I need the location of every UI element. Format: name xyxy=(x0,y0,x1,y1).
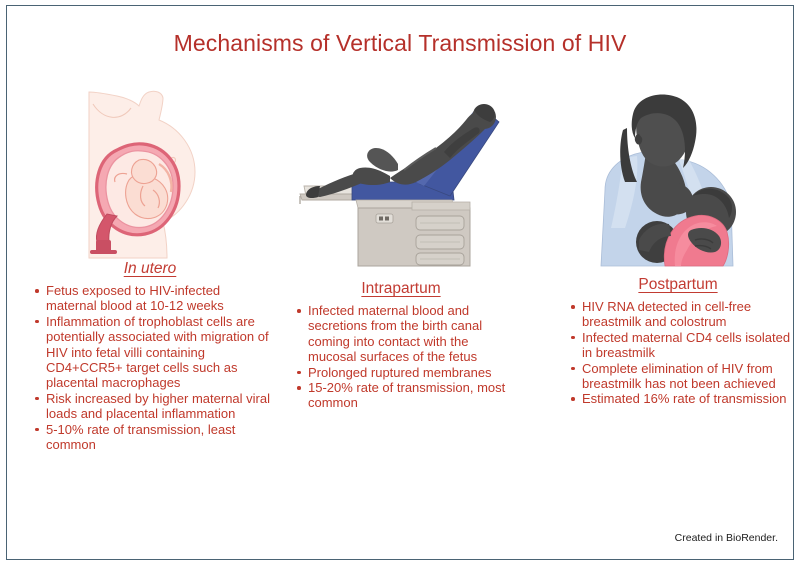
section-in-utero: In utero Fetus exposed to HIV-infected m… xyxy=(26,90,274,452)
section-heading-in-utero: In utero xyxy=(123,260,177,277)
bullet-list-postpartum: HIV RNA detected in cell-free breastmilk… xyxy=(560,299,796,407)
list-item: Risk increased by higher maternal viral … xyxy=(35,391,274,422)
list-item: Prolonged ruptured membranes xyxy=(297,365,516,380)
section-intrapartum: Intrapartum Infected maternal blood and … xyxy=(286,90,516,411)
pregnant-abdomen-fetus-illustration xyxy=(26,90,274,260)
bullet-list-intrapartum: Infected maternal blood and secretions f… xyxy=(286,303,516,411)
list-item: Infected maternal CD4 cells isolated in … xyxy=(571,330,796,361)
list-item: Infected maternal blood and secretions f… xyxy=(297,303,516,365)
attribution-footer: Created in BioRender. xyxy=(674,532,778,544)
list-item: Inflammation of trophoblast cells are po… xyxy=(35,314,274,391)
bullet-list-in-utero: Fetus exposed to HIV-infected maternal b… xyxy=(26,283,274,452)
section-heading-intrapartum: Intrapartum xyxy=(361,280,441,297)
delivery-table-patient-illustration xyxy=(286,90,516,280)
section-heading-postpartum: Postpartum xyxy=(638,276,718,293)
page-title: Mechanisms of Vertical Transmission of H… xyxy=(173,30,627,56)
list-item: Estimated 16% rate of transmission xyxy=(571,391,796,406)
list-item: 5-10% rate of transmission, least common xyxy=(35,422,274,453)
list-item: Fetus exposed to HIV-infected maternal b… xyxy=(35,283,274,314)
list-item: 15-20% rate of transmission, most common xyxy=(297,380,516,411)
list-item: Complete elimination of HIV from breastm… xyxy=(571,361,796,392)
breastfeeding-mother-infant-illustration xyxy=(560,90,796,276)
list-item: HIV RNA detected in cell-free breastmilk… xyxy=(571,299,796,330)
section-postpartum: Postpartum HIV RNA detected in cell-free… xyxy=(560,90,796,407)
